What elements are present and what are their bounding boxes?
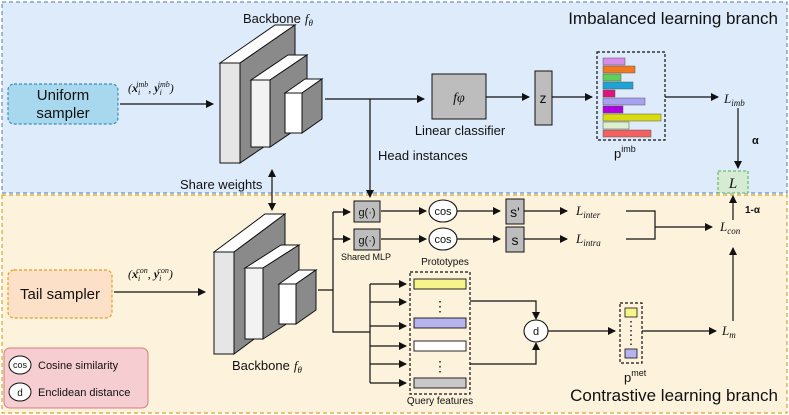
p-imb-bar xyxy=(602,129,652,138)
arrowhead-up-d xyxy=(532,342,540,350)
query-features-label: Query features xyxy=(407,396,473,407)
uniform-sampler-box xyxy=(7,83,119,125)
p-imb-bar xyxy=(602,105,624,114)
p-imb-bar xyxy=(602,81,634,90)
prototypes-label: Prototypes xyxy=(421,257,469,268)
p-imb-bar xyxy=(602,97,646,106)
inter-intra-merge xyxy=(626,210,713,240)
shared-mlp-label: Shared MLP xyxy=(341,252,391,262)
legend-d-symbol xyxy=(8,382,32,402)
legend-cos-text: Cosine similarity xyxy=(38,360,119,372)
loss-intra: Lintra xyxy=(575,231,601,248)
query-feature-2 xyxy=(413,377,467,389)
query-feature-1 xyxy=(413,340,467,352)
legend-d-symbol-text: d xyxy=(17,388,23,399)
imbalanced-branch-panel xyxy=(1,1,788,194)
cos-op-2-label: cos xyxy=(434,234,452,246)
p-imb-bar xyxy=(602,121,630,130)
imbalanced-branch-title: Imbalanced learning branch xyxy=(568,9,778,28)
s-prime-label: s' xyxy=(510,204,520,220)
f-phi-label: fφ xyxy=(453,91,465,106)
p-imb-bar xyxy=(602,73,622,82)
share-weights-label: Share weights xyxy=(180,177,263,192)
p-met-entry-2 xyxy=(624,348,638,359)
prototype-ellipsis: ⋮ xyxy=(433,298,447,314)
linear-classifier-label: Linear classifier xyxy=(415,123,506,138)
total-loss-box xyxy=(717,170,749,194)
tail-sampler-box xyxy=(7,269,113,319)
input-pair-con: (xicon, yicon) xyxy=(128,266,173,283)
legend-cos-symbol-text: cos xyxy=(13,360,28,370)
one-minus-alpha-weight: 1-α xyxy=(745,205,761,216)
backbone-top xyxy=(218,24,324,164)
loss-m: Lm xyxy=(721,323,736,340)
alpha-weight: α xyxy=(752,135,759,147)
legend-d-text: Enclidean distance xyxy=(38,387,130,399)
linear-classifier-box xyxy=(431,73,487,120)
query-ellipsis: ⋮ xyxy=(433,358,447,374)
p-imb-bar xyxy=(602,113,662,122)
mlp-g-box-1 xyxy=(353,200,381,223)
uniform-sampler-label-line1: Uniform xyxy=(37,87,90,104)
mlp-g-label-1: g(·) xyxy=(358,207,375,219)
p-imb-histogram xyxy=(602,57,662,138)
z-box xyxy=(534,70,553,126)
p-imb-label: pimb xyxy=(614,144,636,161)
backbone-bottom xyxy=(212,213,318,355)
uniform-sampler-label-line2: sampler xyxy=(36,105,89,122)
head-instances-label: Head instances xyxy=(378,148,468,163)
p-met-entry-1 xyxy=(624,307,638,318)
legend-cos-symbol xyxy=(8,355,32,375)
p-imb-box xyxy=(596,51,666,141)
bottom-branch-connectors xyxy=(318,208,407,387)
p-imb-bar xyxy=(602,57,626,66)
s-label: s xyxy=(512,232,519,248)
z-label: z xyxy=(540,90,547,106)
p-imb-bar xyxy=(602,65,636,74)
distance-op-label: d xyxy=(533,326,539,338)
p-met-label: pmet xyxy=(624,368,647,385)
mlp-g-label-2: g(·) xyxy=(358,235,375,247)
total-loss-label: L xyxy=(728,176,737,192)
tail-sampler-label: Tail sampler xyxy=(20,286,100,303)
loss-con: Lcon xyxy=(719,219,741,236)
mlp-g-box-2 xyxy=(353,228,381,251)
loss-inter: Linter xyxy=(575,203,601,220)
p-met-box xyxy=(619,302,643,364)
arrowhead-down-d xyxy=(532,312,540,320)
features-panel xyxy=(409,271,471,395)
loss-imb: Limb xyxy=(723,91,745,108)
cos-op-1-label: cos xyxy=(434,206,452,218)
input-pair-imb: (xiimb, yiimb) xyxy=(128,80,174,97)
p-imb-bar xyxy=(602,89,616,98)
contrastive-branch-title: Contrastive learning branch xyxy=(570,386,778,405)
prototype-feature-1 xyxy=(413,278,467,290)
prototype-feature-2 xyxy=(413,317,467,329)
legend-box xyxy=(3,347,149,409)
